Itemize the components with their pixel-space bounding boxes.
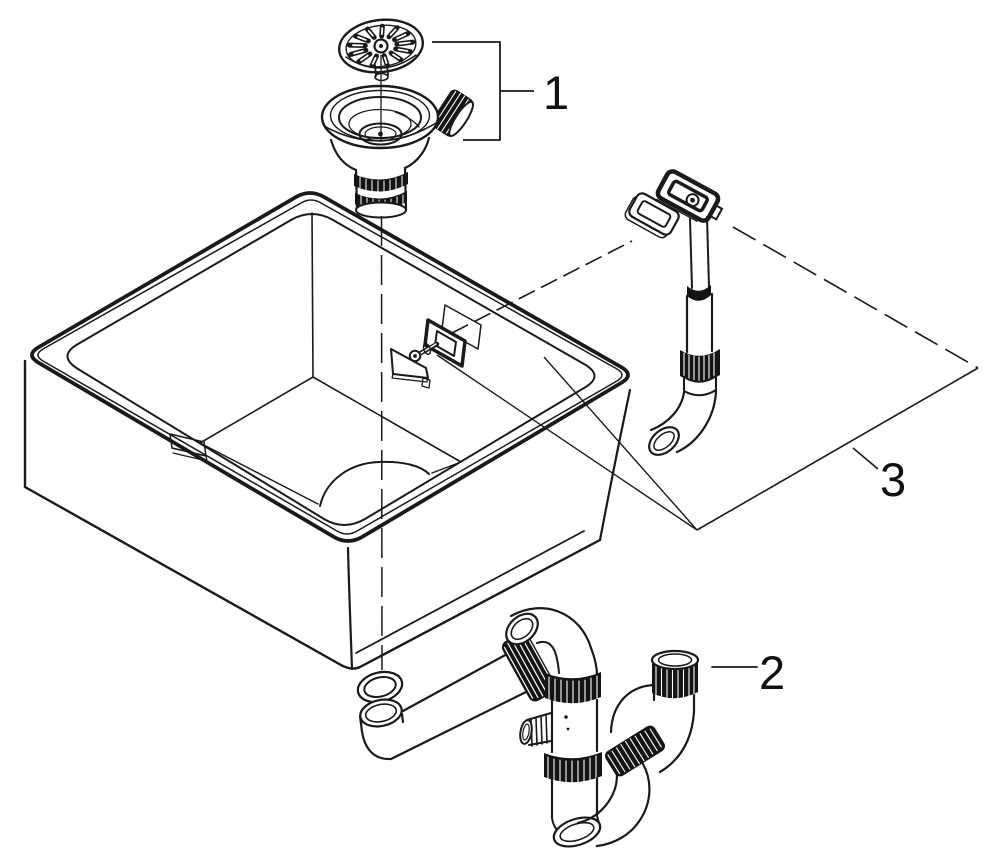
center-axis-line (380, 55, 383, 671)
drain-hole (319, 460, 430, 507)
callout-labels: 1 2 3 (543, 66, 906, 699)
callout-2: 2 (759, 646, 785, 699)
overflow-gasket-frame (624, 192, 680, 239)
clamp-flap (390, 348, 431, 389)
overflow-slot (169, 433, 208, 462)
strainer-basket (337, 18, 425, 82)
sink-basin (23, 191, 632, 671)
grouping-plane-lines (436, 226, 979, 531)
callout-3-leader (852, 447, 879, 470)
strainer-body (320, 84, 474, 219)
overflow-pipe (648, 216, 720, 456)
callout-1: 1 (543, 66, 569, 119)
clamp-to-gasket-leader (451, 240, 633, 334)
trap-tee-elbow (505, 607, 599, 678)
trap-inlet-elbow (358, 651, 528, 761)
strainer-overflow-nut (431, 89, 474, 137)
outlet-elbow (604, 649, 700, 777)
knockout-plate (441, 304, 482, 350)
mounting-clamp-set (390, 304, 482, 389)
callout-1-bracket (432, 41, 534, 141)
callout-3: 3 (880, 453, 906, 506)
dishwasher-spout (519, 712, 552, 747)
drain-trap-set (356, 607, 758, 848)
trap-tee-column (544, 672, 602, 848)
overflow-cover-plate (655, 169, 724, 223)
overflow-set (624, 169, 724, 456)
